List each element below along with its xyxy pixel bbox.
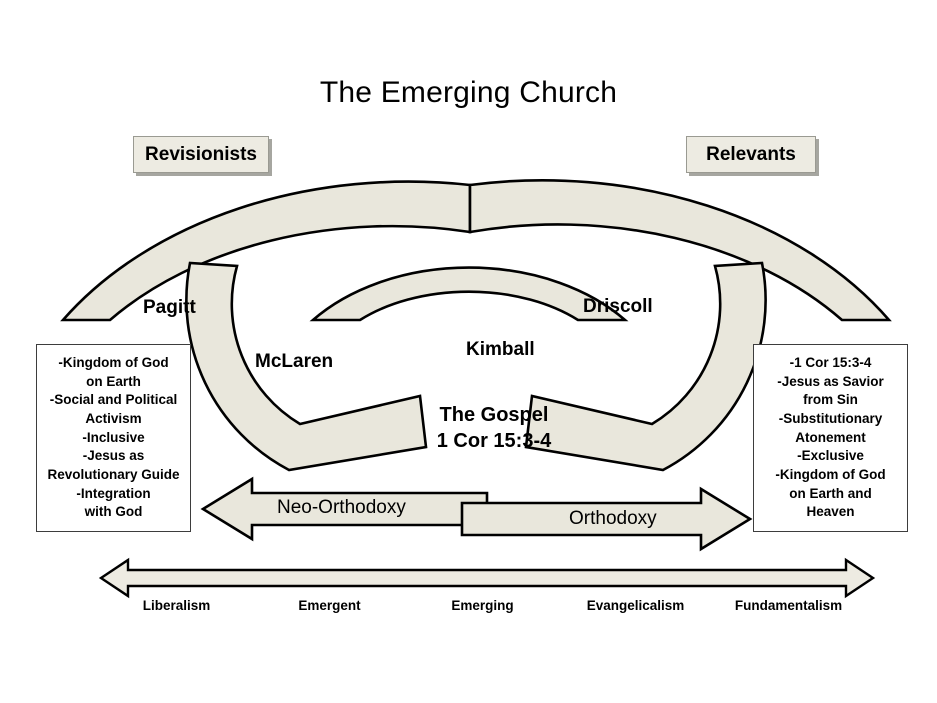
infobox-line: from Sin bbox=[803, 392, 858, 408]
infobox-line: -Substitutionary bbox=[778, 411, 883, 427]
arc-label-mclaren: McLaren bbox=[255, 351, 334, 372]
infobox-line: Revolutionary Guide bbox=[47, 466, 180, 482]
infobox-line: with God bbox=[84, 504, 143, 520]
infobox-revisionists: -Kingdom of God on Earth -Social and Polit… bbox=[36, 344, 191, 532]
infobox-relevants: -1 Cor 15:3-4 -Jesus as Savior from Sin -Su… bbox=[753, 344, 908, 532]
arc-label-driscoll: Driscoll bbox=[583, 296, 653, 317]
infobox-line: Heaven bbox=[806, 504, 855, 520]
arc-label-pagitt: Pagitt bbox=[143, 297, 196, 318]
infobox-line: -Integration bbox=[76, 485, 151, 501]
infobox-line: on Earth and bbox=[789, 485, 872, 501]
label-chip-relevants: Relevants bbox=[686, 136, 816, 173]
gospel-center-text: The Gospel 1 Cor 15:3-4 bbox=[408, 402, 580, 454]
gospel-line-2: 1 Cor 15:3-4 bbox=[436, 430, 552, 452]
chip-relevants-text: Relevants bbox=[706, 143, 796, 165]
gospel-line-1: The Gospel bbox=[439, 404, 549, 426]
arc-ribbon-top-span bbox=[309, 266, 629, 322]
arc-ribbon-mclaren bbox=[185, 261, 428, 472]
infobox-line: Activism bbox=[85, 411, 142, 427]
infobox-line: -Kingdom of God bbox=[58, 355, 169, 371]
spectrum-tick-label: Evangelicalism bbox=[586, 598, 685, 613]
infobox-line: -Kingdom of God bbox=[775, 466, 886, 482]
infobox-line: -Exclusive bbox=[797, 448, 864, 464]
infobox-line: -Inclusive bbox=[82, 429, 145, 445]
infobox-line: -Social and Political bbox=[49, 392, 178, 408]
infobox-line: Atonement bbox=[795, 429, 866, 445]
page-title: The Emerging Church bbox=[319, 76, 618, 109]
infobox-line: on Earth bbox=[86, 373, 141, 389]
arc-label-kimball: Kimball bbox=[466, 339, 535, 360]
spectrum-double-arrow bbox=[98, 557, 876, 599]
label-chip-revisionists: Revisionists bbox=[133, 136, 269, 173]
spectrum-tick-label: Fundamentalism bbox=[734, 598, 843, 613]
infobox-line: -1 Cor 15:3-4 bbox=[789, 355, 872, 371]
infobox-line: -Jesus as bbox=[82, 448, 145, 464]
infobox-line: -Jesus as Savior bbox=[777, 373, 884, 389]
chip-revisionists-text: Revisionists bbox=[145, 143, 257, 165]
spectrum-tick-label: Emergent bbox=[298, 598, 361, 613]
spectrum-tick-label: Emerging bbox=[451, 598, 514, 613]
arrow-label-neo-orthodoxy: Neo-Orthodoxy bbox=[277, 497, 406, 518]
spectrum-tick-labels: Liberalism Emergent Emerging Evangelicalism… bbox=[100, 598, 865, 613]
arrow-orthodoxy bbox=[460, 486, 753, 552]
arc-ribbon-driscoll-outer bbox=[468, 179, 892, 322]
arc-ribbon-kimball bbox=[524, 261, 767, 472]
arrow-label-orthodoxy: Orthodoxy bbox=[569, 508, 657, 529]
spectrum-tick-label: Liberalism bbox=[142, 598, 211, 613]
